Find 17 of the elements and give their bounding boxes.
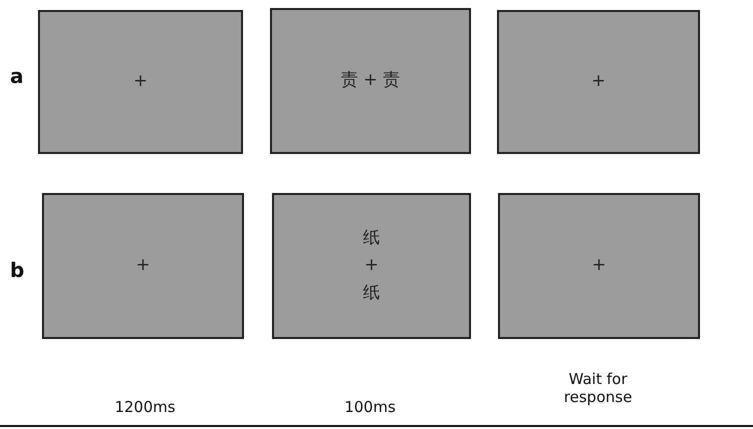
stimulus-screen xyxy=(272,193,471,339)
screen-text: + xyxy=(592,254,606,278)
stimulus-screen xyxy=(497,10,700,154)
stimulus-screen xyxy=(498,193,700,339)
duration-label: 1200ms xyxy=(114,398,176,416)
screen-text: 责 + 责 xyxy=(340,69,400,92)
panel-letter: b xyxy=(10,258,26,282)
stimulus-screen xyxy=(38,10,243,154)
duration-label: Wait for response xyxy=(562,370,634,406)
screen-text: + xyxy=(136,254,150,278)
screen-text: 纸 + 纸 xyxy=(362,227,381,305)
stimulus-screen xyxy=(270,8,471,154)
panel-letter: a xyxy=(10,64,24,88)
screen-text: + xyxy=(591,70,606,94)
stimulus-screen xyxy=(42,193,244,339)
screen-text: + xyxy=(133,70,148,94)
duration-label: 100ms xyxy=(343,398,397,416)
